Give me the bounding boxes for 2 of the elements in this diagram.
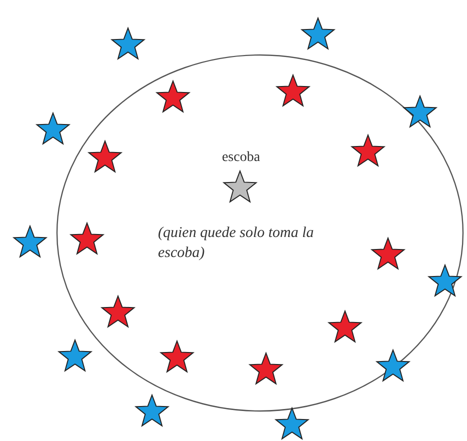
instruction-note: (quien quede solo toma la escoba) — [158, 224, 315, 262]
object-label: escoba — [220, 149, 262, 167]
